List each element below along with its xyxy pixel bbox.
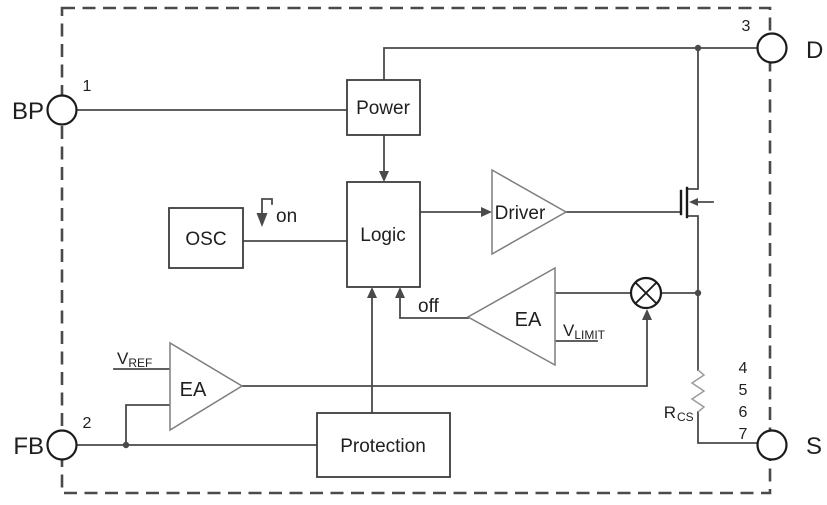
multiplier-icon: [629, 276, 663, 310]
wire-off: [399, 292, 469, 319]
arrow-into-multiplier: [642, 309, 652, 320]
arrow-into-driver: [481, 207, 492, 217]
pin-bp-number: 1: [83, 78, 92, 95]
pin-d: D 3: [742, 18, 824, 64]
mosfet-body-arrow: [689, 198, 698, 206]
ea-feedback: EA: [169, 341, 244, 432]
arrow-into-logic-top: [379, 171, 389, 182]
rcs-sub: CS: [677, 410, 694, 424]
junction-d-rail: [694, 44, 702, 52]
driver-triangle: [491, 168, 568, 256]
pin-s-number-5: 5: [739, 382, 748, 399]
pin-s-number-6: 6: [739, 404, 748, 421]
block-driver-label: Driver: [495, 203, 546, 224]
pin-fb-number: 2: [83, 415, 92, 432]
ea-feedback-triangle: [169, 341, 244, 432]
mosfet-icon: [679, 186, 714, 219]
pin-bp: BP 1: [12, 78, 92, 126]
arrow-off-into-logic: [395, 287, 405, 298]
resistor-rcs: R CS: [664, 369, 706, 424]
pin-s-number-4: 4: [739, 360, 748, 377]
block-osc-label: OSC: [185, 229, 226, 250]
wires: [75, 47, 758, 446]
signal-off-label: off: [418, 296, 440, 317]
pin-bp-circle: [46, 94, 78, 126]
pin-s-label: S: [806, 433, 822, 460]
block-power-label: Power: [356, 98, 411, 119]
edge-trigger-on-icon: [256, 198, 273, 227]
ea-current-limit-label: EA: [515, 309, 542, 331]
pin-s-circle: [756, 429, 788, 461]
ea-current-limit-triangle: [466, 266, 556, 367]
pin-fb-circle: [46, 429, 78, 461]
chip-boundary: [60, 6, 772, 495]
block-driver: Driver: [491, 168, 568, 256]
ea-feedback-label: EA: [180, 379, 207, 401]
pin-bp-label: BP: [12, 98, 44, 125]
pin-d-circle: [756, 32, 788, 64]
vlimit-label: VLIMIT: [563, 321, 606, 342]
pin-d-number: 3: [742, 18, 751, 35]
resistor-zigzag: [690, 369, 706, 413]
wire-ea-mult: [241, 314, 648, 387]
wire-rcs-s: [697, 411, 758, 444]
rcs-label: R: [664, 403, 676, 422]
block-protection: Protection: [316, 412, 451, 478]
wire-source: [687, 215, 699, 371]
pin-s-number-7: 7: [739, 426, 748, 443]
block-protection-label: Protection: [340, 436, 426, 457]
block-logic: Logic: [346, 181, 421, 288]
block-osc: OSC: [168, 207, 244, 269]
pin-fb-label: FB: [13, 433, 44, 460]
pin-d-label: D: [806, 37, 823, 64]
junction-fb: [122, 441, 130, 449]
junction-source-rail: [694, 289, 702, 297]
signal-on-label: on: [276, 206, 297, 227]
block-logic-label: Logic: [360, 225, 405, 246]
wire-drain: [687, 47, 699, 190]
wire-power-d: [383, 47, 758, 81]
pin-fb: FB 2: [13, 415, 92, 461]
arrow-protection-into-logic: [367, 287, 377, 298]
block-power: Power: [346, 79, 421, 136]
pin-s: S 4 5 6 7: [739, 360, 822, 461]
ea-current-limit: EA: [466, 266, 556, 367]
vref-label: VREF: [117, 349, 152, 370]
wire-fb-ea: [125, 404, 171, 446]
